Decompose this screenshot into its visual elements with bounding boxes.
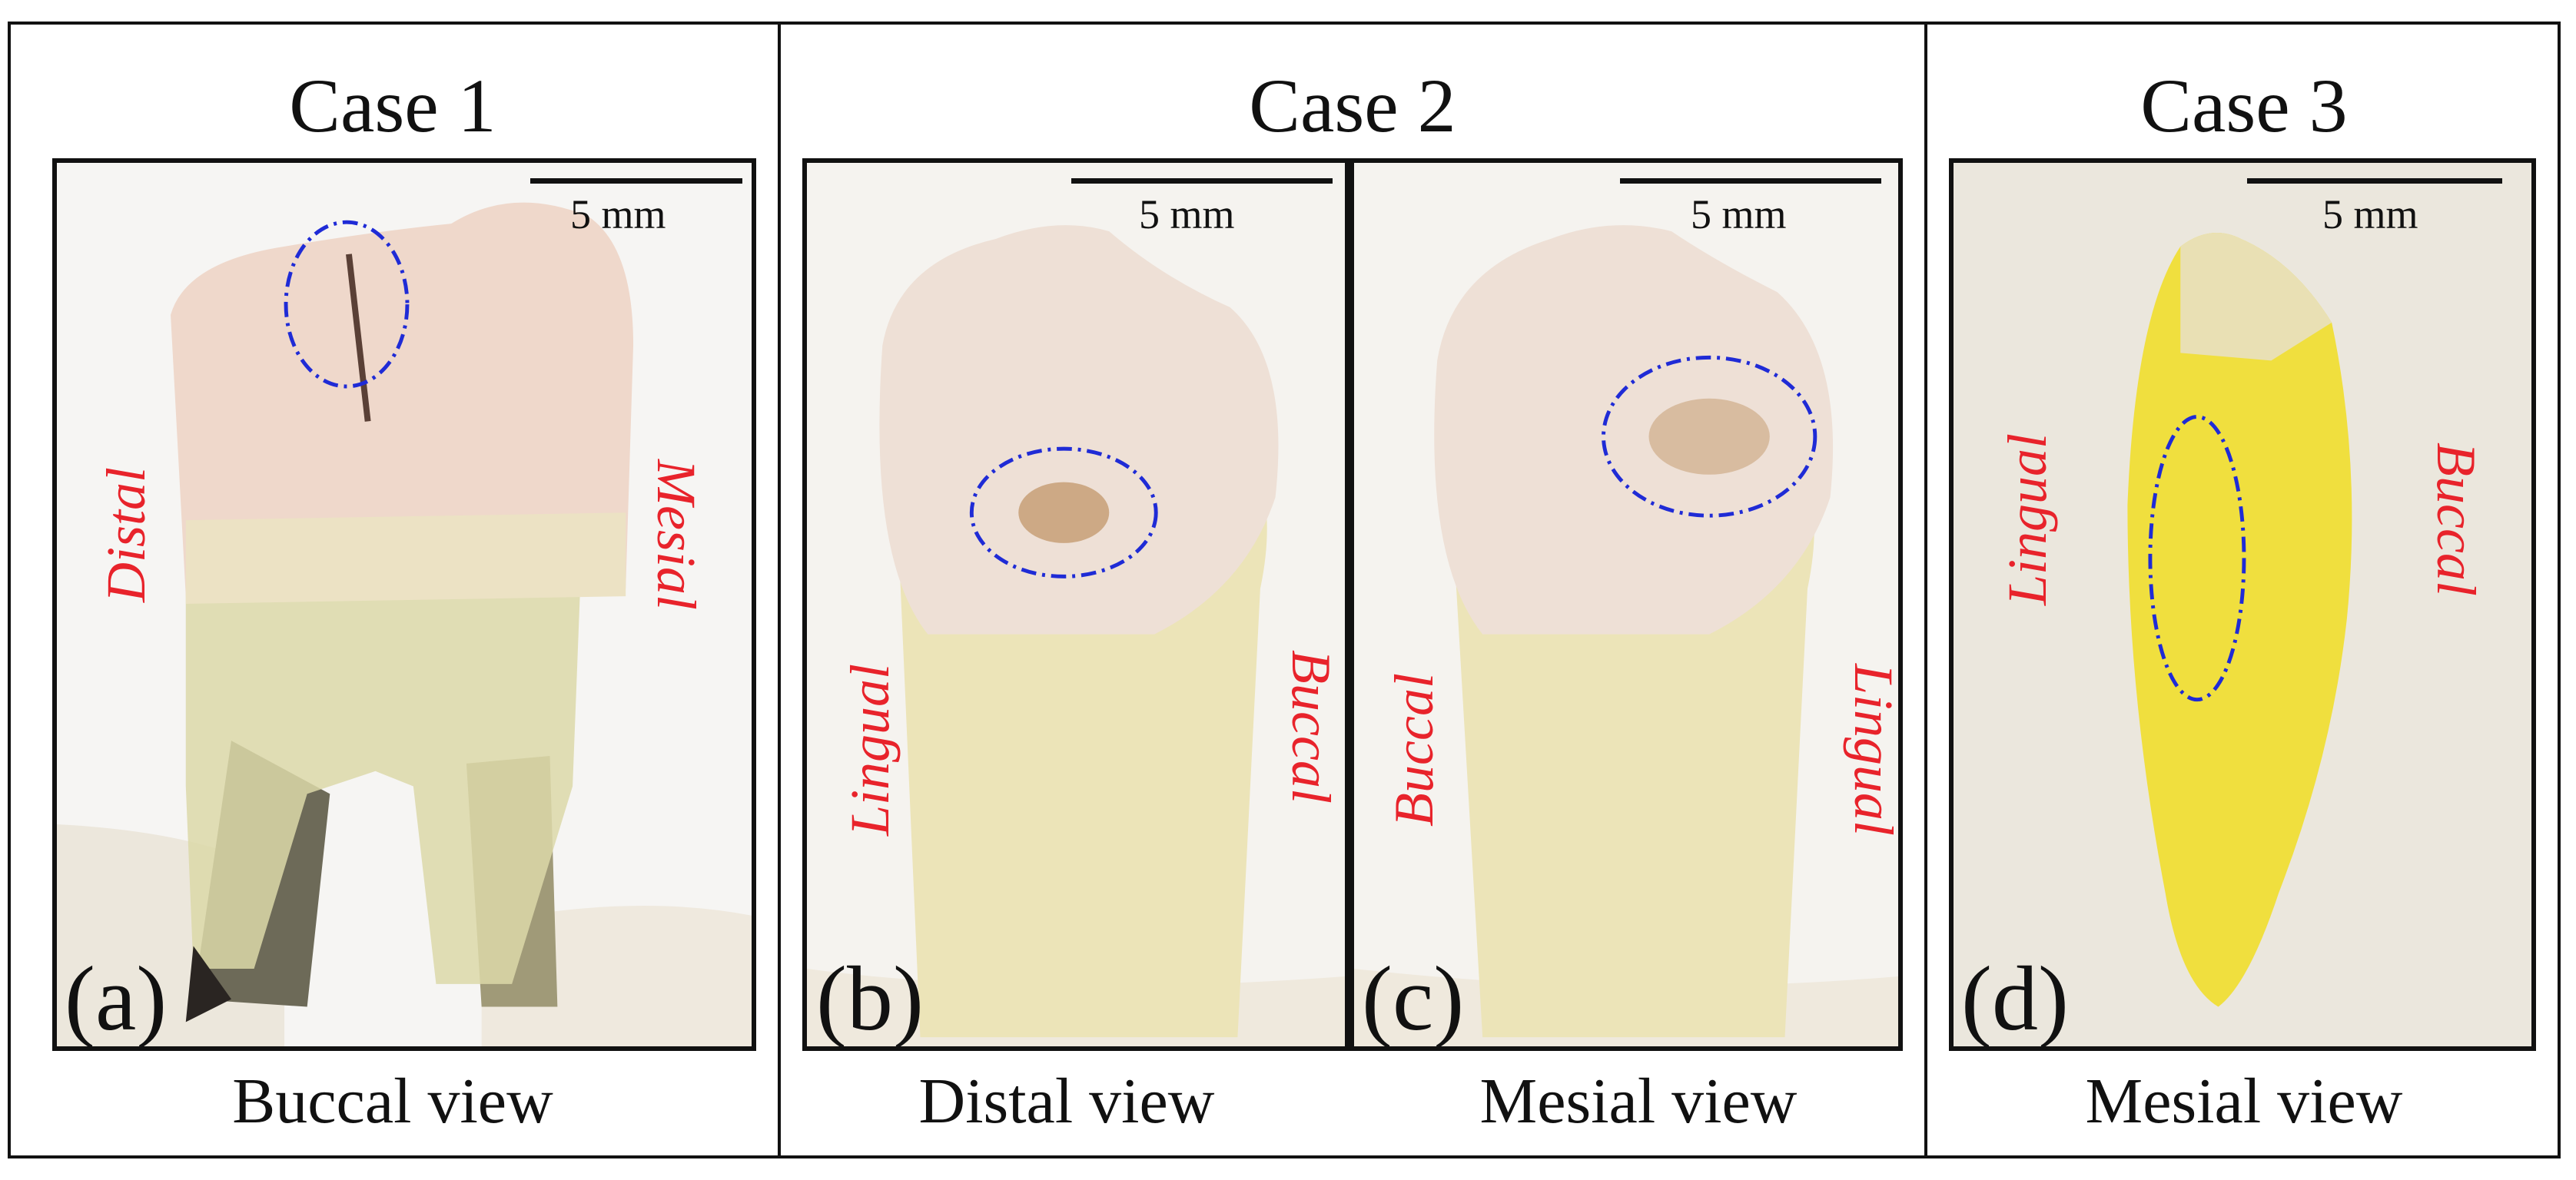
caption-d: Mesial view (2085, 1066, 2403, 1137)
tooth-illustration-b (807, 163, 1345, 1046)
scale-label-c: 5 mm (1691, 191, 1787, 237)
orientation-left-a: Distal (95, 466, 157, 603)
panel-a-photo (52, 158, 756, 1051)
orientation-right-d: Buccal (2425, 442, 2487, 596)
case-2-title: Case 2 (1249, 63, 1456, 148)
caption-b: Distal view (918, 1066, 1215, 1137)
scale-bar-b (1071, 178, 1333, 184)
column-divider-2 (1924, 22, 1927, 1158)
column-divider-1 (778, 22, 781, 1158)
case-3-title: Case 3 (2140, 63, 2348, 148)
orientation-right-c: Lingual (1843, 663, 1904, 837)
scale-label-d: 5 mm (2322, 191, 2418, 237)
caption-c: Mesial view (1479, 1066, 1798, 1137)
panel-d-photo (1949, 158, 2536, 1051)
scale-bar-a (530, 178, 742, 184)
panel-label-b: (b) (816, 947, 924, 1049)
tooth-illustration-a (57, 163, 752, 1046)
tooth-illustration-d (1954, 163, 2531, 1046)
orientation-left-c: Buccal (1383, 673, 1445, 827)
panel-label-d: (d) (1961, 947, 2069, 1049)
orientation-right-a: Mesial (646, 459, 707, 610)
figure-frame (8, 22, 2561, 1158)
scale-label-b: 5 mm (1139, 191, 1235, 237)
panel-b-photo (802, 158, 1349, 1051)
tooth-illustration-c (1354, 163, 1898, 1046)
panel-label-c: (c) (1362, 947, 1465, 1049)
panel-c-photo (1349, 158, 1903, 1051)
scale-label-a: 5 mm (570, 191, 666, 237)
case-1-title: Case 1 (289, 63, 496, 148)
scale-bar-c (1620, 178, 1881, 184)
panel-label-a: (a) (65, 947, 168, 1049)
orientation-right-b: Buccal (1280, 650, 1342, 804)
caption-a: Buccal view (232, 1066, 553, 1137)
orientation-left-b: Lingual (839, 663, 901, 837)
orientation-left-d: Lingual (1997, 433, 2058, 606)
scale-bar-d (2247, 178, 2502, 184)
